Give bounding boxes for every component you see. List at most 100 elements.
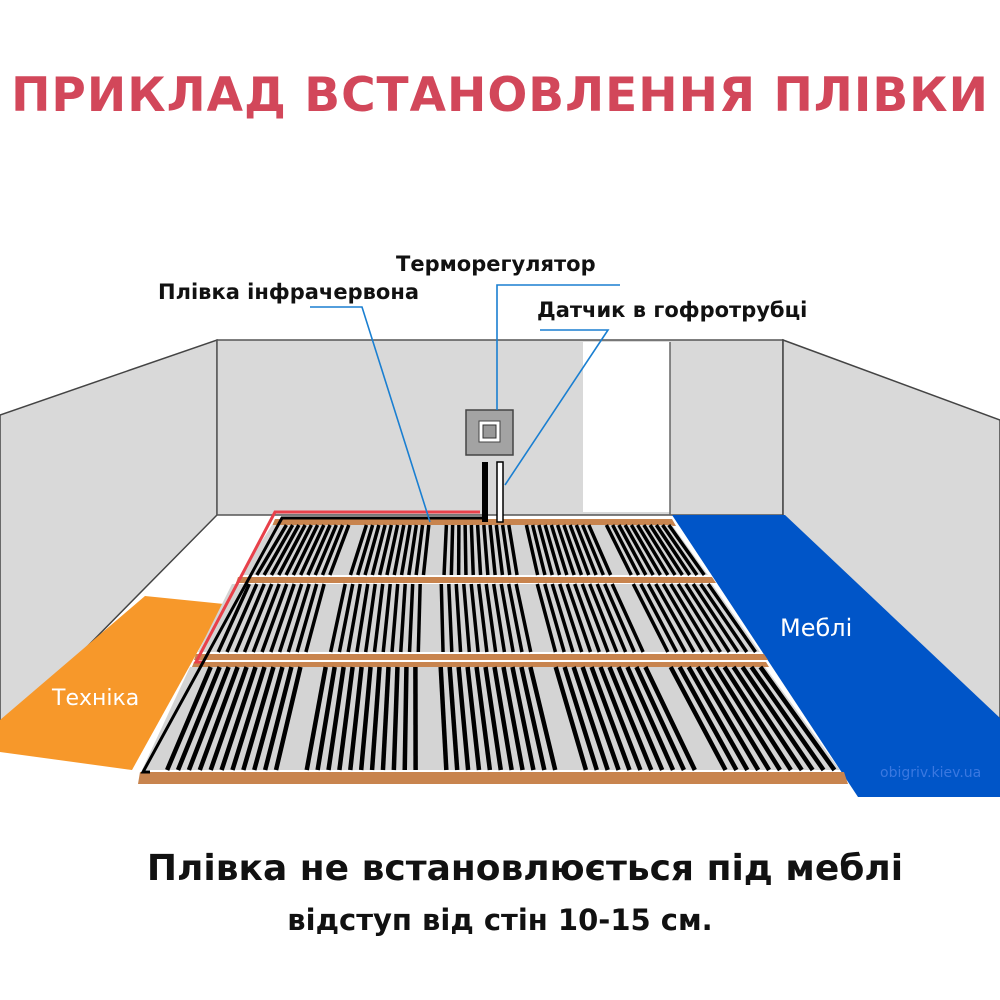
heating-stripe	[299, 524, 326, 576]
heating-stripe	[313, 524, 338, 576]
heating-stripe	[565, 583, 593, 653]
heating-stripe	[661, 583, 705, 653]
heating-stripe	[704, 665, 772, 772]
heating-stripe	[208, 666, 249, 771]
right-wall	[782, 338, 1000, 727]
heating-stripe	[407, 524, 419, 576]
page-title: ПРИКЛАД ВСТАНОВЛЕННЯ ПЛІВКИ	[11, 68, 989, 123]
heating-stripe	[643, 666, 697, 771]
heating-stripe	[691, 583, 740, 653]
heating-stripe	[494, 524, 505, 576]
heating-stripe	[695, 665, 761, 772]
infrared-film	[138, 519, 848, 784]
heating-stripe	[474, 666, 493, 771]
heating-stripe	[447, 583, 454, 653]
heating-stripe	[475, 524, 483, 576]
heating-stripe	[355, 583, 370, 653]
wood-strip	[236, 577, 716, 583]
heating-stripe	[346, 583, 362, 653]
heating-stripe	[668, 665, 728, 772]
heating-stripe	[381, 583, 392, 653]
heating-stripe	[562, 666, 599, 771]
heating-stripe	[686, 665, 750, 772]
heating-stripe	[587, 524, 613, 576]
heating-stripe	[574, 524, 598, 576]
heating-stripe	[623, 524, 655, 576]
black-wire	[140, 516, 482, 774]
heating-stripe	[636, 524, 670, 576]
heating-stripe	[553, 666, 589, 771]
heating-stripe	[483, 666, 503, 771]
heating-stripe	[465, 666, 482, 771]
heating-stripe	[304, 583, 326, 653]
heating-stripe	[758, 665, 837, 772]
heating-stripe	[295, 583, 319, 653]
heating-stripe	[571, 666, 610, 771]
heating-stripe	[242, 583, 274, 653]
heating-stripe	[291, 524, 320, 576]
heating-stripe	[219, 666, 258, 771]
heating-stripe	[414, 524, 425, 576]
heating-stripe	[439, 583, 445, 653]
heating-stripe	[391, 666, 400, 771]
heating-stripe	[252, 666, 285, 771]
heating-stripe	[654, 583, 696, 653]
heating-stripe	[654, 524, 692, 576]
wood-strip	[192, 662, 769, 667]
heating-stripe	[677, 665, 739, 772]
heating-stripe	[304, 666, 328, 771]
heating-stripe	[392, 524, 406, 576]
heating-stripe	[607, 666, 654, 771]
heating-stripe	[528, 666, 558, 771]
heating-stripe	[676, 583, 722, 653]
heating-stripe	[358, 666, 373, 771]
heating-stripe	[722, 665, 793, 772]
heating-stripe	[255, 524, 288, 576]
heating-stripe	[629, 524, 662, 576]
heating-stripe	[165, 666, 213, 771]
heating-stripe	[558, 583, 584, 653]
heating-stripe	[372, 583, 385, 653]
heating-stripe	[315, 666, 337, 771]
heating-stripe	[402, 666, 409, 771]
heating-stripe	[543, 524, 562, 576]
heating-stripe	[277, 583, 304, 653]
heating-stripe	[469, 524, 475, 576]
heating-stripe	[514, 583, 533, 653]
heating-stripe	[476, 583, 489, 653]
heating-stripe	[482, 524, 490, 576]
heating-stripe	[328, 583, 347, 653]
heating-stripe	[573, 583, 601, 653]
heating-stripe	[588, 583, 619, 653]
heating-stripe	[175, 666, 222, 771]
sensor-label: Датчик в гофротрубці	[537, 298, 808, 322]
heating-stripe	[234, 583, 266, 653]
heating-stripe	[380, 666, 391, 771]
heating-stripe	[562, 524, 584, 576]
heating-stripe	[356, 524, 375, 576]
heating-stripe	[699, 583, 749, 653]
heating-stripe	[598, 666, 643, 771]
heating-stripe	[524, 524, 540, 576]
heating-stripe	[416, 583, 422, 653]
heating-stripe	[277, 524, 307, 576]
heating-stripe	[667, 523, 706, 577]
heating-stripe	[604, 524, 633, 576]
heating-stripe	[580, 583, 610, 653]
heating-stripe	[684, 583, 731, 653]
heating-stripe	[669, 583, 714, 653]
heating-stripe	[661, 524, 699, 576]
heating-stripe	[454, 583, 463, 653]
doorway	[583, 342, 670, 512]
heating-stripe	[456, 666, 471, 771]
heating-stripe	[507, 524, 519, 576]
heating-stripe	[449, 524, 455, 576]
heating-stripe	[399, 524, 412, 576]
heating-stripe	[616, 666, 665, 771]
heating-stripe	[610, 583, 645, 653]
heating-stripe	[241, 666, 276, 771]
thermostat-label: Терморегулятор	[396, 252, 596, 276]
heating-stripe	[269, 583, 296, 653]
heating-stripe	[646, 583, 687, 653]
wood-strip	[194, 654, 768, 660]
